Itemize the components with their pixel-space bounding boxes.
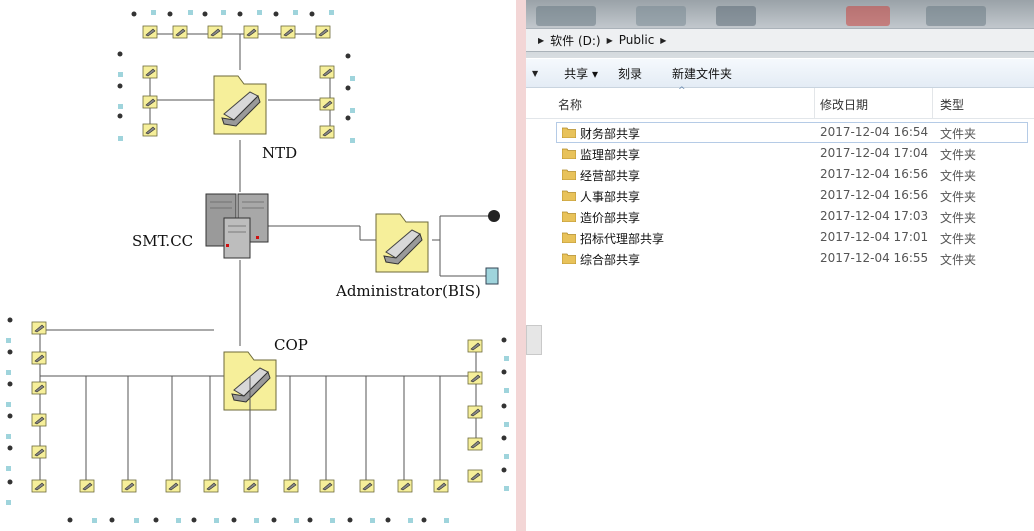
- file-type: 文件夹: [940, 127, 977, 141]
- file-date: 2017-12-04 16:56: [820, 167, 929, 181]
- panel-divider: [516, 0, 526, 531]
- file-type: 文件夹: [940, 253, 977, 267]
- folder-icon: [562, 169, 576, 180]
- file-date: 2017-12-04 16:55: [820, 251, 929, 265]
- sort-arrow-icon: ^: [678, 86, 686, 96]
- scrollbar-thumb[interactable]: [526, 325, 542, 355]
- file-row[interactable]: 招标代理部共享 2017-12-04 17:01 文件夹: [526, 227, 1034, 248]
- file-name: 监理部共享: [580, 148, 641, 162]
- file-name: 造价部共享: [580, 211, 641, 225]
- breadcrumb-arrow-icon[interactable]: ▶: [606, 35, 613, 45]
- share-button[interactable]: 共享 ▾: [564, 66, 598, 81]
- file-date: 2017-12-04 16:56: [820, 188, 929, 202]
- command-bar: ▼ 共享 ▾ 刻录 新建文件夹: [526, 59, 1034, 88]
- file-row[interactable]: 综合部共享 2017-12-04 16:55 文件夹: [526, 248, 1034, 269]
- cop-label: COP: [274, 336, 308, 354]
- folder-icon: [562, 232, 576, 243]
- file-name: 综合部共享: [580, 253, 641, 267]
- network-diagram: NTD SMT.CC Administrator(BIS) COP: [6, 10, 509, 523]
- column-type[interactable]: 类型: [940, 98, 965, 112]
- folder-icon: [562, 253, 576, 264]
- folder-icon: [562, 127, 576, 138]
- file-date: 2017-12-04 17:01: [820, 230, 929, 244]
- column-name[interactable]: 名称: [558, 98, 583, 112]
- file-name: 招标代理部共享: [580, 232, 665, 246]
- file-row[interactable]: 监理部共享 2017-12-04 17:04 文件夹: [526, 143, 1034, 164]
- burn-button[interactable]: 刻录: [618, 66, 643, 81]
- file-type: 文件夹: [940, 169, 977, 183]
- file-row[interactable]: 造价部共享 2017-12-04 17:03 文件夹: [526, 206, 1034, 227]
- column-header: 名称 ^ 修改日期 类型: [526, 86, 1034, 119]
- folder-icon: [562, 190, 576, 201]
- admin-label: Administrator(BIS): [335, 282, 481, 300]
- organize-dropdown-icon[interactable]: ▼: [532, 68, 539, 78]
- folder-icon: [562, 211, 576, 222]
- file-date: 2017-12-04 17:04: [820, 146, 929, 160]
- file-name: 经营部共享: [580, 169, 641, 183]
- breadcrumb-arrow-icon[interactable]: ▶: [660, 35, 667, 45]
- file-explorer: ▶ 软件 (D:) ▶ Public ▶ ▼ 共享 ▾ 刻录 新建文件夹 名称 …: [526, 0, 1034, 531]
- file-type: 文件夹: [940, 211, 977, 225]
- file-date: 2017-12-04 16:54: [820, 125, 929, 139]
- file-type: 文件夹: [940, 232, 977, 246]
- smtcc-label: SMT.CC: [132, 232, 193, 250]
- breadcrumb-folder[interactable]: Public: [618, 33, 655, 47]
- file-date: 2017-12-04 17:03: [820, 209, 929, 223]
- folder-icon: [562, 148, 576, 159]
- network-diagram-panel: NTD SMT.CC Administrator(BIS) COP: [0, 0, 516, 531]
- file-type: 文件夹: [940, 190, 977, 204]
- file-type: 文件夹: [940, 148, 977, 162]
- breadcrumb-drive[interactable]: 软件 (D:): [550, 33, 601, 48]
- file-row[interactable]: 经营部共享 2017-12-04 16:56 文件夹: [526, 164, 1034, 185]
- column-date[interactable]: 修改日期: [820, 98, 869, 112]
- file-row[interactable]: 人事部共享 2017-12-04 16:56 文件夹: [526, 185, 1034, 206]
- breadcrumb-arrow-icon[interactable]: ▶: [538, 35, 545, 45]
- file-name: 人事部共享: [580, 190, 641, 204]
- address-bar[interactable]: ▶ 软件 (D:) ▶ Public ▶: [526, 28, 1034, 52]
- ntd-label: NTD: [262, 144, 297, 162]
- file-name: 财务部共享: [580, 127, 641, 141]
- new-folder-button[interactable]: 新建文件夹: [672, 66, 733, 81]
- file-row[interactable]: 财务部共享 2017-12-04 16:54 文件夹: [556, 122, 1028, 143]
